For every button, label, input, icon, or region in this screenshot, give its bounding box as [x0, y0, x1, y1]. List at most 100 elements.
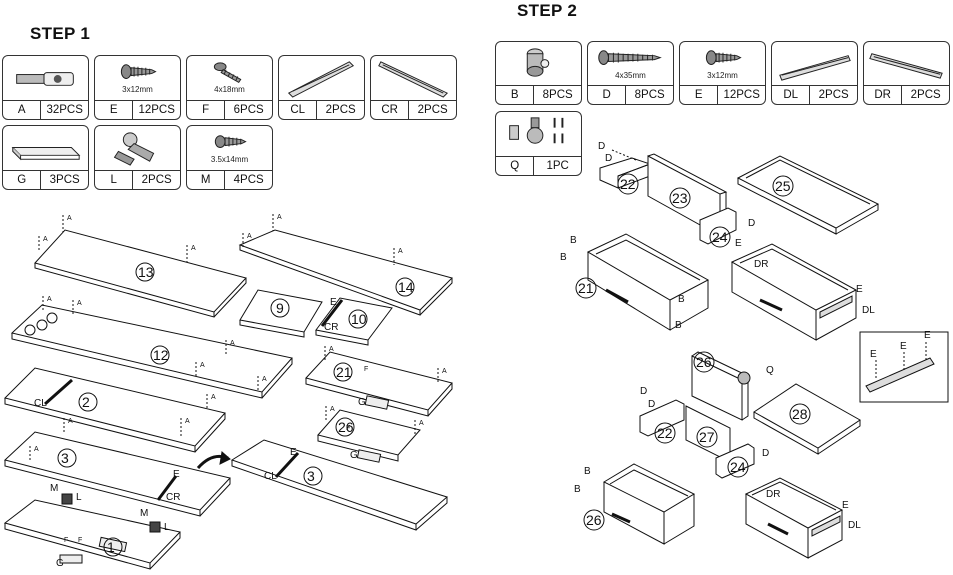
- label-dr: DR: [766, 489, 780, 500]
- label-e: E: [870, 349, 877, 360]
- label-a: A: [185, 418, 190, 425]
- label-g: G: [56, 558, 64, 569]
- hardware-qty: 6PCS: [233, 104, 264, 116]
- lock-set-icon: [509, 117, 564, 144]
- label-a: A: [47, 296, 52, 303]
- label-cl: CL: [264, 471, 277, 482]
- label-a: A: [262, 376, 267, 383]
- panel-24: 24 D: [699, 207, 755, 248]
- drawer-bottom-25: 25: [736, 155, 880, 235]
- label-q: Q: [766, 365, 774, 376]
- hardware-dim: 3x12mm: [122, 85, 153, 94]
- hardware-qty: 2PCS: [141, 174, 172, 186]
- label-e: E: [330, 297, 337, 308]
- label-dl: DL: [862, 305, 875, 316]
- label-l: L: [164, 522, 170, 533]
- label-a: A: [67, 215, 72, 222]
- label-d: D: [598, 141, 605, 152]
- screw-icon: [213, 62, 242, 84]
- label-dr: DR: [754, 259, 768, 270]
- label-a: A: [230, 340, 235, 347]
- panel-1: 1 M L M L G: [3, 483, 181, 570]
- short-screw-icon: [705, 50, 742, 65]
- label-a: A: [398, 248, 403, 255]
- part-number: 22: [620, 176, 636, 192]
- label-d: D: [640, 386, 647, 397]
- part-number: 21: [336, 364, 352, 380]
- hardware-box-q: Q 1PC: [495, 111, 582, 176]
- hardware-code: Q: [496, 157, 535, 175]
- part-number: 26: [696, 354, 712, 370]
- panel-3-flipped: 3 CL E: [230, 439, 449, 531]
- label-d: D: [748, 218, 755, 229]
- part-number: 24: [730, 459, 746, 475]
- panel-12: 12: [10, 304, 293, 399]
- step1-title: STEP 1: [30, 24, 91, 43]
- panel-22-lower: 22 D D: [639, 386, 685, 444]
- panel-13: 13: [34, 229, 247, 318]
- label-f: F: [78, 537, 82, 544]
- part-number: 24: [712, 229, 728, 245]
- hardware-qty: 3PCS: [49, 174, 80, 186]
- long-screw-icon: [598, 50, 662, 65]
- drawer-bottom-28: 28: [753, 383, 861, 455]
- hardware-qty: 32PCS: [46, 104, 83, 116]
- hardware-dim: 4x18mm: [214, 85, 245, 94]
- label-e: E: [924, 330, 931, 341]
- hardware-qty: 12PCS: [138, 104, 175, 116]
- label-d: D: [762, 448, 769, 459]
- rail-left-icon: [287, 61, 355, 98]
- panel-26: 26 G G: [317, 395, 421, 463]
- label-a: A: [34, 446, 39, 453]
- drawer-assembly-bottom: DR E DL: [744, 477, 861, 559]
- part-number: 25: [775, 178, 791, 194]
- label-a: A: [277, 214, 282, 221]
- label-m: M: [140, 508, 148, 519]
- step2-title: STEP 2: [517, 1, 578, 20]
- hardware-qty: 2PCS: [910, 89, 941, 101]
- handle-icon: [11, 146, 81, 161]
- panel-2: 2 CL: [4, 367, 226, 453]
- label-dl: DL: [848, 520, 861, 531]
- panel-10: 10 CR E: [315, 297, 393, 346]
- panel-26-lock: 26 Q: [691, 351, 774, 421]
- dowel-markers: [29, 214, 439, 462]
- hardware-qty: 2PCS: [818, 89, 849, 101]
- label-a: A: [43, 236, 48, 243]
- hardware-code: M: [187, 171, 226, 189]
- label-g: G: [350, 450, 358, 461]
- hardware-qty: 1PC: [546, 160, 569, 172]
- hardware-code: DR: [864, 86, 903, 104]
- hardware-code: A: [3, 101, 42, 119]
- short-screw-icon: [120, 64, 157, 79]
- part-number: 14: [398, 279, 414, 295]
- part-number: 1: [107, 539, 115, 555]
- hardware-code: E: [680, 86, 719, 104]
- label-a: A: [191, 245, 196, 252]
- label-a: A: [419, 420, 424, 427]
- label-a: A: [247, 233, 252, 240]
- label-e: E: [173, 469, 180, 480]
- part-number: 13: [138, 264, 154, 280]
- label-a: A: [200, 362, 205, 369]
- label-b: B: [584, 466, 591, 477]
- label-d: D: [648, 399, 655, 410]
- label-a: A: [77, 300, 82, 307]
- hardware-code: CR: [371, 101, 410, 119]
- part-number: 27: [699, 429, 715, 445]
- label-e: E: [735, 238, 742, 249]
- arrow-head-icon: [219, 451, 231, 465]
- label-cr: CR: [324, 322, 338, 333]
- label-e: E: [900, 341, 907, 352]
- hardware-qty: 2PCS: [325, 104, 356, 116]
- panel-3: 3 CR E: [3, 431, 231, 517]
- hardware-qty: 4PCS: [233, 174, 264, 186]
